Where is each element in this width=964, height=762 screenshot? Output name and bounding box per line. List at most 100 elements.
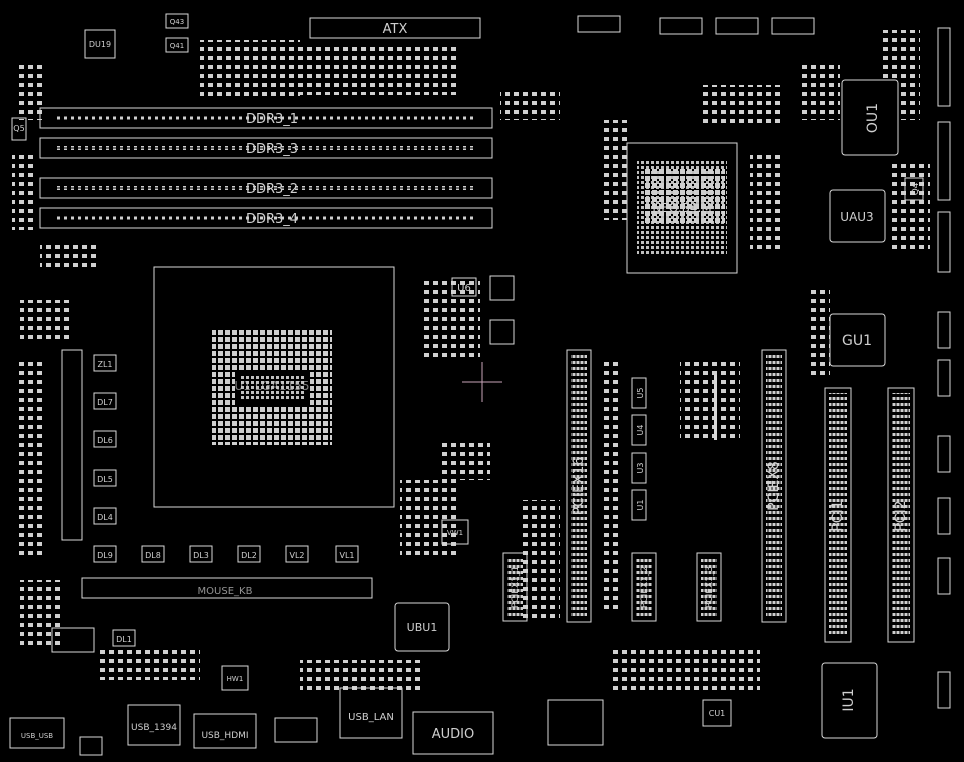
chip-u6: U6 bbox=[451, 277, 477, 297]
chip-label: Q4 bbox=[911, 182, 921, 195]
header-block bbox=[771, 17, 815, 35]
chip-label: OU1 bbox=[865, 103, 881, 133]
inductor-label: VL1 bbox=[339, 551, 354, 560]
atx-label: ATX bbox=[383, 22, 408, 37]
slot-label: PCIEX1_2 bbox=[640, 566, 650, 608]
chip-u1: U1 bbox=[631, 489, 647, 521]
chip-du19: DU19 bbox=[84, 29, 116, 59]
inductor-dl2: DL2 bbox=[237, 545, 261, 563]
chip-cu1: CU1 bbox=[702, 699, 732, 727]
ddr-slot-3: DDR3_2 bbox=[39, 177, 493, 199]
header-block bbox=[51, 627, 95, 653]
mosfet-row bbox=[81, 577, 373, 599]
header-block bbox=[274, 717, 318, 743]
chip-q5: Q5 bbox=[11, 117, 27, 141]
chip-uau3: UAU3 bbox=[829, 189, 886, 243]
smd-component-field bbox=[12, 30, 930, 690]
front-panel-header bbox=[937, 497, 951, 535]
pciex1-2-slot: PCIEX1_2 bbox=[631, 552, 657, 622]
vrm-inductors: ZL1 DL7 DL6 DL5 DL4 DL9 DL8 DL3 DL2 VL2 … bbox=[61, 349, 373, 647]
header-block bbox=[577, 15, 621, 33]
slot-label: PCI1 bbox=[830, 500, 846, 531]
chip-label: Q41 bbox=[170, 42, 184, 50]
front-panel-header bbox=[937, 27, 951, 107]
chip-label: U6 bbox=[457, 283, 471, 294]
cpu-socket: U1 LGA1155 bbox=[153, 266, 395, 508]
pch-chip: NEO.B4.M bbox=[626, 142, 738, 274]
inductor-label: DL7 bbox=[97, 398, 113, 407]
inductor-dl9: DL9 bbox=[93, 545, 117, 563]
chip-q43: Q43 bbox=[165, 13, 189, 29]
audio-port: AUDIO bbox=[412, 711, 494, 755]
slot-label: PCIEX1_3 bbox=[705, 566, 715, 608]
usb-lan-port: USB_LAN bbox=[339, 687, 403, 739]
pci1-slot: PCI1 bbox=[824, 387, 852, 643]
inductor-label: DL5 bbox=[97, 475, 113, 484]
header-block bbox=[659, 17, 703, 35]
pciex16-slot: PCIEX16 bbox=[566, 349, 592, 623]
chip-q4: Q4 bbox=[904, 177, 924, 201]
inductor-dl8: DL8 bbox=[141, 545, 165, 563]
chip-u5: U5 bbox=[631, 377, 647, 409]
pciex8-slot: PCIEX8 bbox=[761, 349, 787, 623]
ddr-slot-label: DDR3_3 bbox=[246, 142, 298, 157]
chip-label: VW1 bbox=[447, 529, 463, 537]
pci2-slot: PCI2 bbox=[887, 387, 915, 643]
front-panel-header bbox=[937, 435, 951, 473]
header-block bbox=[547, 699, 604, 746]
chip-gu1: GU1 bbox=[829, 313, 886, 367]
slot-label: PCIEX8 bbox=[766, 461, 782, 511]
inductor-label: DL8 bbox=[145, 551, 161, 560]
chip-label: CU1 bbox=[709, 709, 726, 718]
chip-label: U4 bbox=[636, 425, 645, 436]
slot-label: PCI2 bbox=[893, 500, 909, 531]
ddr-slot-label: DDR3_1 bbox=[246, 112, 298, 127]
chip-label: UAU3 bbox=[840, 210, 873, 224]
usb-hdmi-port: USB_HDMI bbox=[193, 713, 257, 749]
ddr-slot-1: DDR3_1 bbox=[39, 107, 493, 129]
port-label: USB_1394 bbox=[131, 723, 177, 733]
front-panel-header bbox=[937, 557, 951, 595]
ddr-slot-label: DDR3_4 bbox=[246, 212, 298, 227]
front-panel-header bbox=[937, 121, 951, 201]
slot-label: PCIEX1_1 bbox=[511, 566, 521, 608]
usb-usb-port: USB_USB bbox=[9, 717, 65, 749]
ddr-slot-2: DDR3_3 bbox=[39, 137, 493, 159]
ddr-slot-label: DDR3_2 bbox=[246, 182, 298, 197]
inductor-label: DL2 bbox=[241, 551, 257, 560]
chip-label: HW1 bbox=[227, 675, 244, 683]
atx-connector: ATX bbox=[309, 17, 481, 39]
inductor-dl3: DL3 bbox=[189, 545, 213, 563]
inductor-vl2: VL2 bbox=[285, 545, 309, 563]
inductor-label: VL2 bbox=[289, 551, 304, 560]
usb-1394-port: USB_1394 bbox=[127, 704, 181, 746]
chip-small-qfn bbox=[489, 275, 515, 301]
inductor-label: DL4 bbox=[97, 513, 113, 522]
chip-label: U5 bbox=[636, 388, 645, 399]
chip-label: Q5 bbox=[13, 124, 24, 133]
chip-q41: Q41 bbox=[165, 37, 189, 53]
port-label: USB_LAN bbox=[348, 712, 394, 723]
front-panel-header bbox=[937, 311, 951, 349]
chip-vw1: VW1 bbox=[441, 519, 469, 545]
chip-hw1: HW1 bbox=[221, 665, 249, 691]
chip-ubu1: UBU1 bbox=[394, 602, 450, 652]
chip-label: Q43 bbox=[170, 18, 184, 26]
inductor-zl1: ZL1 bbox=[93, 354, 117, 372]
mouse-kb-label: MOUSE_KB bbox=[198, 586, 253, 597]
chip-label: U3 bbox=[636, 463, 645, 474]
chip-u3: U3 bbox=[631, 452, 647, 484]
port-label: USB_USB bbox=[21, 732, 53, 740]
pch-label: NEO.B4.M bbox=[652, 201, 711, 215]
inductor-dl7: DL7 bbox=[93, 392, 117, 410]
inductor-label: DL6 bbox=[97, 436, 113, 445]
chip-ou1: OU1 bbox=[841, 79, 899, 156]
inductor-label: DL9 bbox=[97, 551, 113, 560]
front-panel-header bbox=[937, 671, 951, 709]
chip-u4: U4 bbox=[631, 414, 647, 446]
chip-iu1: IU1 bbox=[821, 662, 878, 739]
inductor-dl6: DL6 bbox=[93, 430, 117, 448]
chip-label: U1 bbox=[636, 500, 645, 511]
trace-bar bbox=[714, 375, 717, 440]
